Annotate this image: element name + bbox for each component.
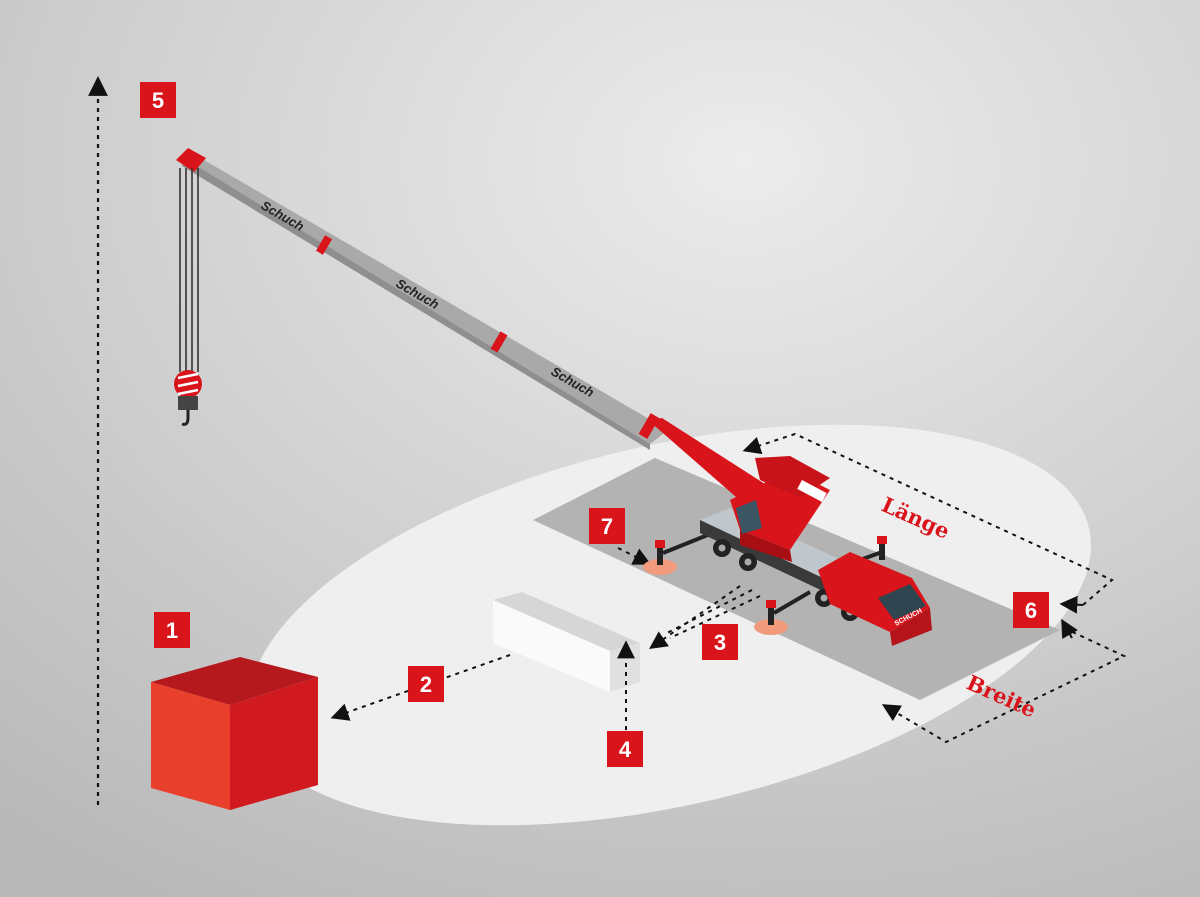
marker-1: 1: [154, 612, 190, 648]
distance-arrow-outrigger: [669, 595, 761, 639]
marker-5: 5: [140, 82, 176, 118]
marker-4: 4: [607, 731, 643, 767]
marker-4-label: 4: [619, 737, 632, 762]
outrigger-arrow: [617, 547, 652, 565]
marker-7: 7: [589, 508, 625, 544]
marker-7-label: 7: [601, 514, 613, 539]
distance-arrow-3: [664, 589, 753, 635]
width-dimension-end: [1061, 618, 1078, 639]
marker-1-label: 1: [166, 618, 178, 643]
crane-hook-icon: [174, 168, 202, 426]
marker-3: 3: [702, 624, 738, 660]
mobile-crane-icon: SCHUCH: [700, 456, 932, 646]
setup-area-pad: [533, 458, 1060, 700]
marker-5-label: 5: [152, 88, 164, 113]
length-dimension-end: [1059, 595, 1084, 614]
width-dimension: [881, 627, 1127, 744]
crane-boom: Schuch Schuch Schuch: [176, 148, 790, 518]
marker-2-label: 2: [420, 672, 432, 697]
marker-3-label: 3: [714, 630, 726, 655]
marker-6: 6: [1013, 592, 1049, 628]
length-dimension: [742, 432, 1114, 606]
working-area: [249, 424, 1091, 826]
marker-2: 2: [408, 666, 444, 702]
marker-6-label: 6: [1025, 598, 1037, 623]
load-cube-icon: [151, 657, 318, 810]
